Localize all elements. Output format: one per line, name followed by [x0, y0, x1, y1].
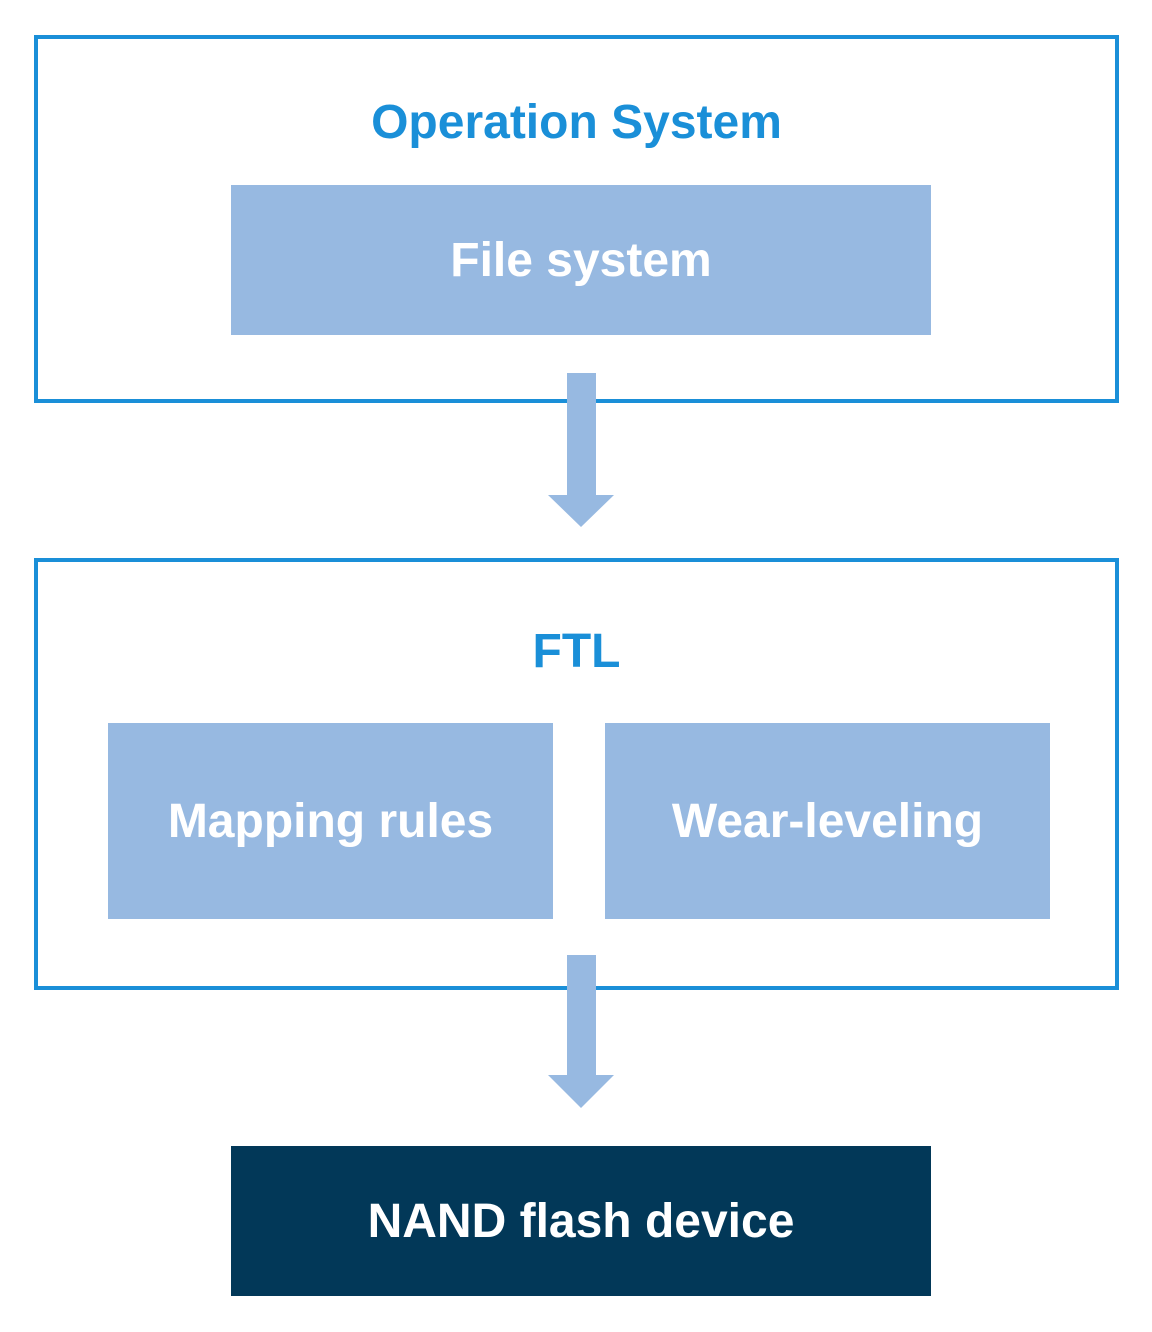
arrow-down-ftl-to-nand: [548, 955, 614, 1108]
nand-flash-device-box: NAND flash device: [231, 1146, 931, 1296]
nand-flash-device-label: NAND flash device: [367, 1194, 795, 1248]
mapping-rules-label: Mapping rules: [167, 794, 494, 848]
file-system-label: File system: [450, 233, 712, 287]
arrow-down-icon: [548, 373, 614, 527]
arrow-down-icon: [548, 955, 614, 1108]
arrow-down-os-to-ftl: [548, 373, 614, 527]
wear-leveling-label: Wear-leveling: [671, 794, 984, 848]
mapping-rules-box: Mapping rules: [108, 723, 553, 919]
operation-system-title: Operation System: [371, 96, 782, 149]
file-system-box: File system: [231, 185, 931, 335]
wear-leveling-box: Wear-leveling: [605, 723, 1050, 919]
ftl-title: FTL: [532, 625, 621, 678]
